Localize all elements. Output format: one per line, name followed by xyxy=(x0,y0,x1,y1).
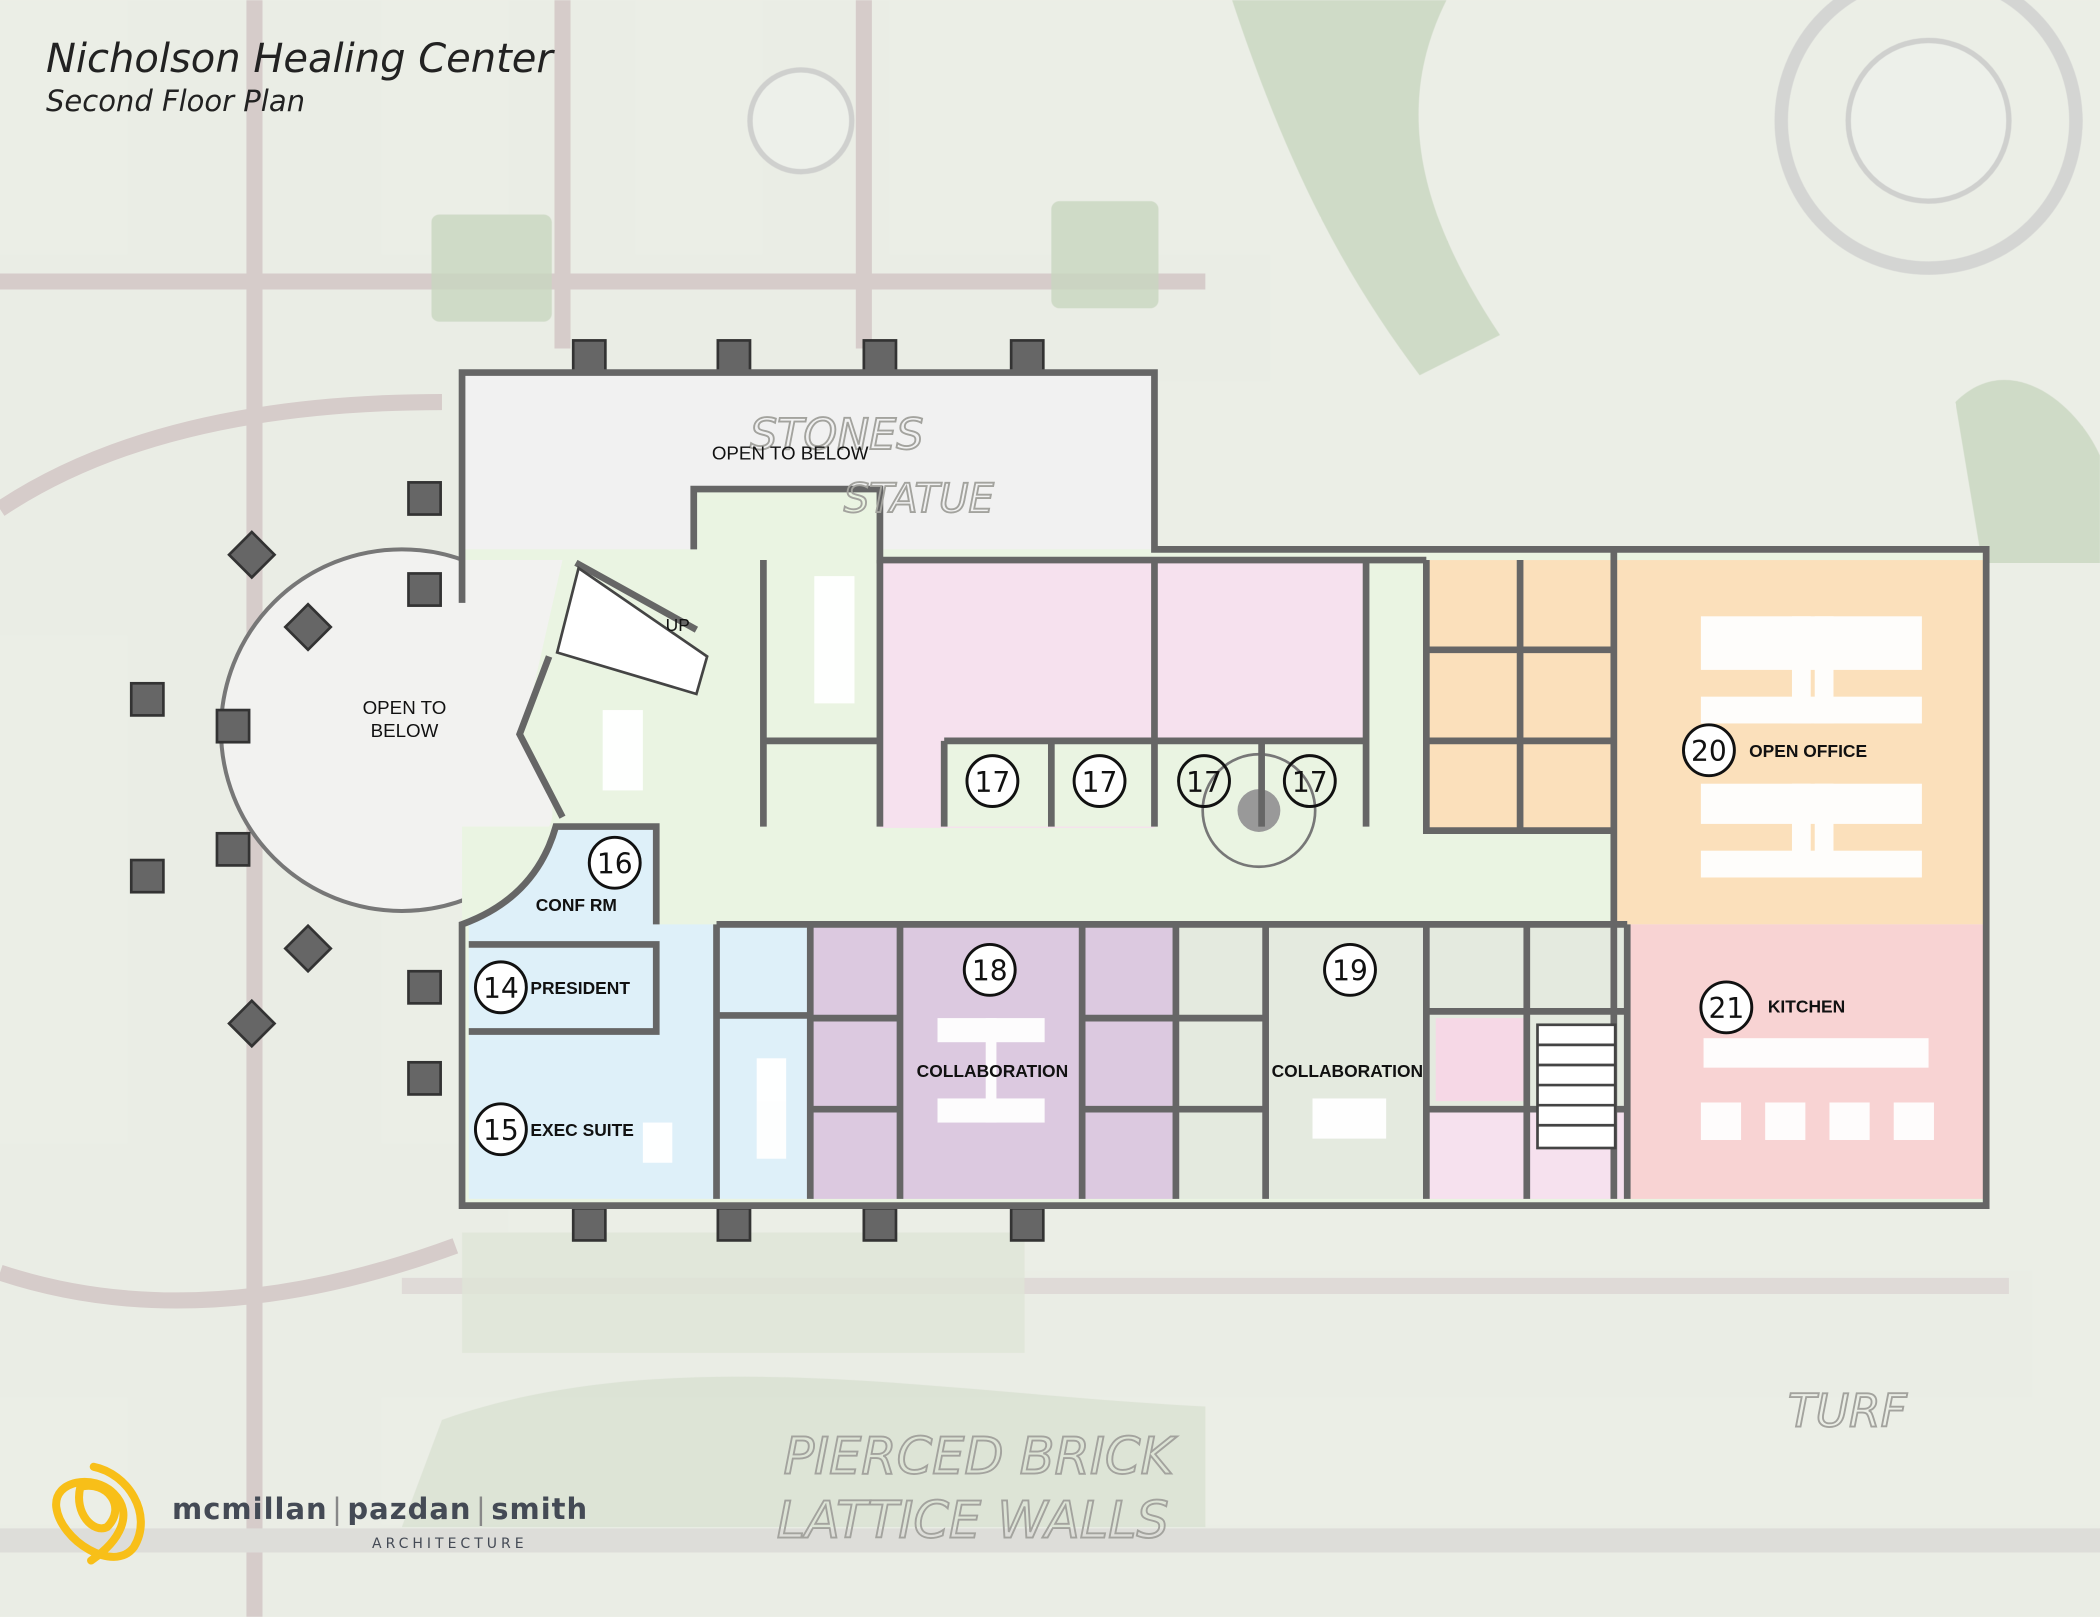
title-block: Nicholson Healing Center Second Floor Pl… xyxy=(46,36,553,118)
room-label-kitchen: KITCHEN xyxy=(1768,997,1845,1017)
room-number-15: 15 xyxy=(483,1114,519,1147)
room-label-open-office: OPEN OFFICE xyxy=(1749,741,1867,761)
logo-mark xyxy=(52,1462,145,1565)
site-notes: STONES STATUE PIERCED BRICK LATTICE WALL… xyxy=(749,409,1909,1552)
room-number-17: 17 xyxy=(1292,766,1328,799)
landscape-sketch xyxy=(401,0,2100,1528)
open-below-top-label: OPEN TO BELOW xyxy=(712,443,869,464)
room-number-17: 17 xyxy=(1186,766,1222,799)
site-note-statue: STATUE xyxy=(844,476,995,522)
room-label-president: PRESIDENT xyxy=(530,978,630,998)
room-label-exec-suite: EXEC SUITE xyxy=(530,1120,634,1140)
room-numbers: 14 15 16 17 17 17 17 18 19 20 21 xyxy=(483,735,1744,1147)
logo-subtitle: ARCHITECTURE xyxy=(372,1536,528,1552)
room-number-21: 21 xyxy=(1708,992,1744,1025)
logo-divider: | xyxy=(332,1492,343,1526)
page-title: Nicholson Healing Center xyxy=(46,36,553,82)
room-number-20: 20 xyxy=(1691,735,1727,768)
room-tags xyxy=(473,723,1754,1157)
room-number-19: 19 xyxy=(1332,955,1368,988)
room-number-17: 17 xyxy=(1082,766,1118,799)
site-note-lattice: LATTICE WALLS xyxy=(777,1492,1169,1551)
logo-divider: | xyxy=(476,1492,487,1526)
room-number-14: 14 xyxy=(483,972,519,1005)
walls xyxy=(458,369,1990,1209)
room-label-conf-rm: CONF RM xyxy=(536,895,617,915)
stair-up-label: UP xyxy=(666,615,690,635)
plan-labels: OPEN TO BELOW OPEN TO BELOW UP xyxy=(363,443,869,741)
room-number-16: 16 xyxy=(597,847,633,880)
logo-name-2: pazdan xyxy=(347,1492,472,1526)
stair xyxy=(555,565,1617,1150)
site-note-pierced: PIERCED BRICK xyxy=(783,1427,1177,1486)
room-number-17: 17 xyxy=(975,766,1011,799)
logo-name-3: smith xyxy=(491,1492,589,1526)
room-label-collaboration-19: COLLABORATION xyxy=(1272,1061,1423,1081)
logo-name-1: mcmillan xyxy=(172,1492,328,1526)
site-note-stones: STONES xyxy=(750,410,923,460)
open-below-round-label-1: OPEN TO xyxy=(363,697,447,718)
room-label-collaboration-18: COLLABORATION xyxy=(917,1061,1068,1081)
rooms xyxy=(462,372,1987,1206)
firm-logo: mcmillan | pazdan | smith ARCHITECTURE xyxy=(172,1492,589,1552)
page-subtitle: Second Floor Plan xyxy=(46,84,306,118)
site-note-turf: TURF xyxy=(1788,1385,1908,1438)
open-below-round-label-2: BELOW xyxy=(371,720,439,741)
room-names: PRESIDENT EXEC SUITE CONF RM COLLABORATI… xyxy=(530,741,1867,1140)
room-number-18: 18 xyxy=(972,955,1008,988)
